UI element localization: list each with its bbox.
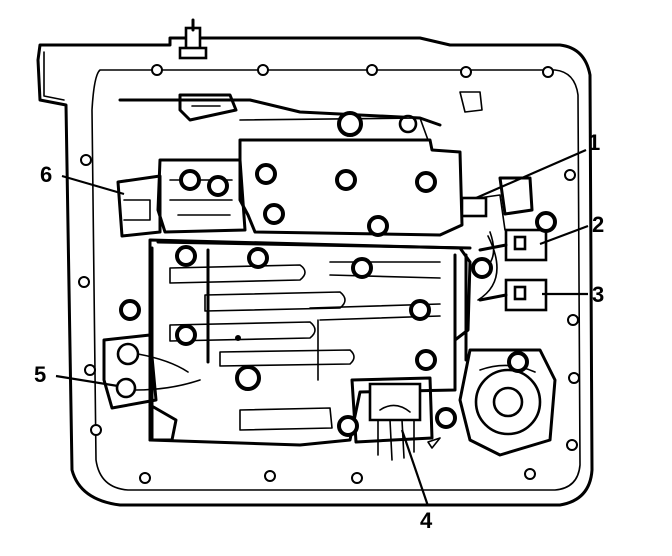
case-outline xyxy=(36,36,594,507)
leader-6 xyxy=(61,174,125,196)
callout-leaders xyxy=(55,148,589,507)
perimeter-screws xyxy=(78,64,580,484)
upper-valve-body xyxy=(116,117,464,238)
accumulator xyxy=(458,348,557,457)
leader-2 xyxy=(539,224,589,246)
leader-4 xyxy=(400,429,430,507)
callout-4: 4 xyxy=(420,508,433,533)
left-harness-connector xyxy=(102,333,201,442)
manual-shaft-assembly xyxy=(118,18,483,134)
callout-6: 6 xyxy=(40,162,52,187)
valve-body-bolts xyxy=(119,111,557,437)
leader-5 xyxy=(55,374,119,388)
callout-5: 5 xyxy=(34,362,46,387)
leader-1 xyxy=(475,148,587,200)
right-solenoids xyxy=(460,176,548,312)
callout-3: 3 xyxy=(592,282,604,307)
callout-labels: 1 2 3 4 5 6 xyxy=(34,130,604,533)
callout-1: 1 xyxy=(588,130,600,155)
callout-2: 2 xyxy=(592,212,604,237)
lower-valve-body xyxy=(148,238,472,447)
